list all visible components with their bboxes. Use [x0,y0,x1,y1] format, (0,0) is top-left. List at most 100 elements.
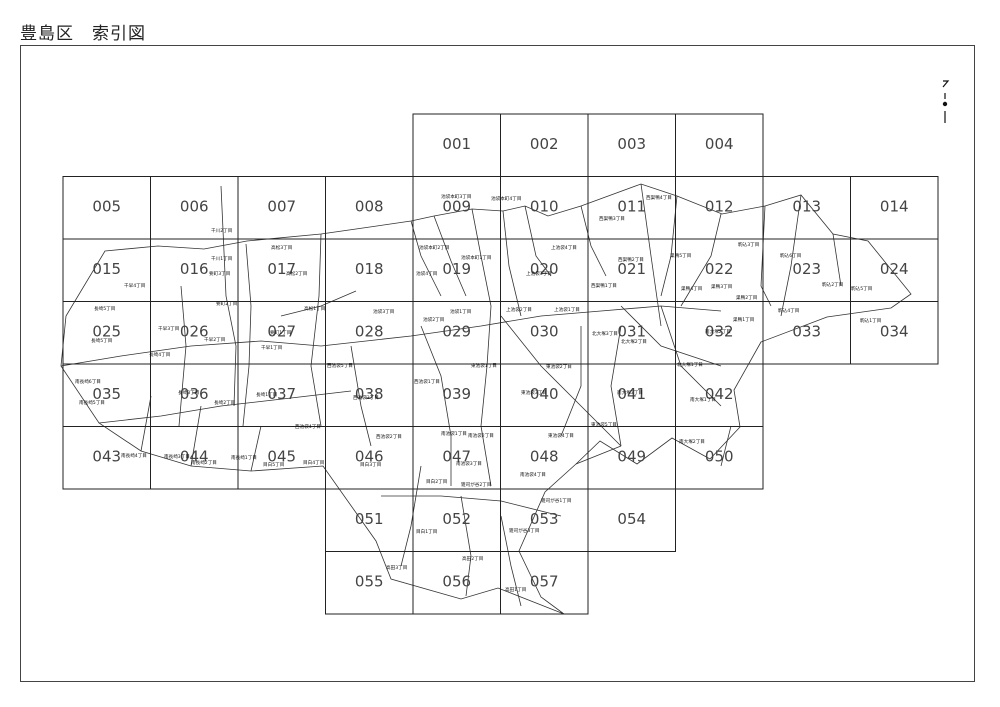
town-label: 南長崎1丁目 [231,454,257,461]
sheet-number: 009 [442,198,471,216]
town-boundary [560,326,582,437]
sheet-cell-052[interactable]: 052 [412,488,501,552]
town-boundary [190,405,202,467]
sheet-cell-002[interactable]: 002 [500,113,589,177]
town-label: 千早4丁目 [124,282,145,289]
sheet-cell-012[interactable]: 012 [675,176,764,240]
town-label: 長崎5丁目 [94,305,115,312]
sheet-number: 002 [530,135,559,153]
sheet-number: 008 [355,198,384,216]
town-label: 西池袋3丁目 [353,394,379,401]
sheet-number: 048 [530,448,559,466]
sheet-cell-056[interactable]: 056 [412,551,501,615]
town-boundary [720,425,732,467]
town-label: 池袋3丁目 [373,308,394,315]
sheet-cell-057[interactable]: 057 [500,551,589,615]
sheet-number: 050 [705,448,734,466]
town-label: 駒込2丁目 [822,281,843,288]
page-title: 豊島区 索引図 [20,24,146,44]
sheet-cell-013[interactable]: 013 [762,176,851,240]
town-label: 西池袋2丁目 [376,433,402,440]
town-labels: 池袋本町3丁目池袋本町4丁目西巣鴨4丁目西巣鴨3丁目千川2丁目千川1丁目高松3丁… [75,193,881,593]
town-label: 上池袋1丁目 [554,306,580,313]
town-label: 巣鴨5丁目 [670,252,691,259]
sheet-number: 057 [530,573,559,591]
sheet-border [850,301,939,365]
sheet-cell-009[interactable]: 009 [412,176,501,240]
sheet-number: 005 [92,198,121,216]
town-label: 雑司が谷3丁目 [509,527,540,534]
sheet-cell-049[interactable]: 049 [587,426,676,490]
town-label: 西池袋1丁目 [414,378,440,385]
sheet-cell-039[interactable]: 039 [412,363,501,427]
town-label: 雑司が谷1丁目 [541,497,572,504]
sheet-number: 022 [705,260,734,278]
sheet-cell-008[interactable]: 008 [325,176,414,240]
town-label: 要町3丁目 [209,271,230,277]
sheet-cell-051[interactable]: 051 [325,488,414,552]
town-label: 目白3丁目 [360,461,381,468]
town-label: 目白5丁目 [263,461,284,468]
town-boundary [98,390,352,424]
town-boundary [350,345,372,447]
sheet-cell-023[interactable]: 023 [762,238,851,302]
town-label: 要町1丁目 [270,330,291,336]
sheet-number: 020 [530,260,559,278]
town-label: 南大塚2丁目 [705,328,731,335]
sheet-number: 041 [617,385,646,403]
sheet-cell-011[interactable]: 011 [587,176,676,240]
sheet-number: 015 [92,260,121,278]
sheet-number: 006 [180,198,209,216]
town-label: 南大塚2丁目 [679,438,705,445]
sheet-cell-050[interactable]: 050 [675,426,764,490]
sheet-number: 007 [267,198,296,216]
sheet-cell-004[interactable]: 004 [675,113,764,177]
town-boundary [433,215,467,297]
town-label: 北大塚1丁目 [677,361,703,368]
town-label: 千早2丁目 [204,336,225,343]
town-boundary [310,233,322,427]
sheet-number: 010 [530,198,559,216]
sheet-cell-007[interactable]: 007 [237,176,326,240]
sheet-cell-005[interactable]: 005 [62,176,151,240]
sheet-cell-022[interactable]: 022 [675,238,764,302]
sheet-number: 035 [92,385,121,403]
sheet-cell-015[interactable]: 015 [62,238,151,302]
sheet-number: 053 [530,510,559,528]
sheet-number: 031 [617,323,646,341]
town-boundary [660,305,722,407]
town-label: 南長崎6丁目 [75,378,101,385]
sheet-cell-033[interactable]: 033 [762,301,851,365]
sheet-cell-035[interactable]: 035 [62,363,151,427]
town-label: 東池袋5丁目 [591,421,617,428]
sheet-cell-003[interactable]: 003 [587,113,676,177]
sheet-cell-034[interactable]: 034 [850,301,939,365]
town-label: 駒込6丁目 [780,252,801,259]
town-boundary [832,233,842,287]
sheet-number: 018 [355,260,384,278]
sheet-number: 052 [442,510,471,528]
sheet-number: 019 [442,260,471,278]
town-boundary [280,290,357,317]
sheet-cell-024[interactable]: 024 [850,238,939,302]
sheet-cell-028[interactable]: 028 [325,301,414,365]
sheet-border [675,426,764,490]
town-label: 南大塚1丁目 [690,396,716,403]
town-label: 高松2丁目 [286,270,307,277]
sheet-cell-018[interactable]: 018 [325,238,414,302]
town-label: 目白2丁目 [426,478,447,485]
sheet-cell-054[interactable]: 054 [587,488,676,552]
sheet-border [500,551,589,615]
town-label: 巣鴨1丁目 [733,316,754,323]
town-label: 上池袋4丁目 [551,244,577,251]
sheet-number: 029 [442,323,471,341]
sheet-cell-048[interactable]: 048 [500,426,589,490]
sheet-cell-014[interactable]: 014 [850,176,939,240]
sheet-cell-001[interactable]: 001 [412,113,501,177]
town-label: 高田1丁目 [505,586,526,593]
town-boundary [220,185,237,407]
sheet-cell-055[interactable]: 055 [325,551,414,615]
town-boundary [640,183,662,327]
